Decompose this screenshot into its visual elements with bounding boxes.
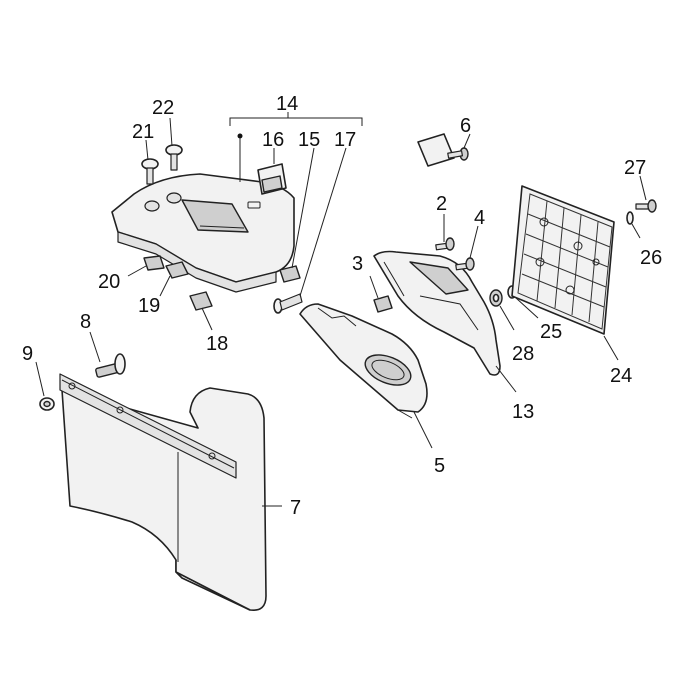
part-26-washer <box>626 211 634 225</box>
callout-13: 13 <box>512 401 534 423</box>
leader-lines <box>35 112 647 507</box>
part-14-tray <box>111 173 295 293</box>
part-17-rivet <box>273 293 303 314</box>
callout-17: 17 <box>334 129 356 151</box>
part-22-screw <box>165 144 183 171</box>
callout-4: 4 <box>474 207 485 229</box>
callout-22: 22 <box>152 97 174 119</box>
callout-21: 21 <box>132 121 154 143</box>
callout-27: 27 <box>624 157 646 179</box>
part-28-nut <box>489 289 503 307</box>
part-9-washer <box>39 397 55 411</box>
part-5-cover <box>299 303 428 419</box>
callout-14: 14 <box>276 93 298 115</box>
part-20-clip <box>143 255 165 271</box>
part-2-screw <box>435 237 455 251</box>
part-8-bolt <box>95 353 126 378</box>
callout-16: 16 <box>262 129 284 151</box>
callout-28: 28 <box>512 343 534 365</box>
callout-3: 3 <box>352 253 363 275</box>
callout-20: 20 <box>98 271 120 293</box>
part-13-cover <box>373 250 501 376</box>
part-24-plate-holder <box>511 185 615 335</box>
part-18-clip <box>189 291 213 311</box>
callout-6: 6 <box>460 115 471 137</box>
callout-7: 7 <box>290 497 301 519</box>
callout-15: 15 <box>298 129 320 151</box>
callout-19: 19 <box>138 295 160 317</box>
part-7-mud-flap <box>59 373 267 612</box>
part-6-bracket <box>417 133 469 167</box>
callout-9: 9 <box>22 343 33 365</box>
part-27-screw <box>635 199 657 213</box>
part-3-nut <box>373 295 393 313</box>
part-15-clip <box>279 265 301 283</box>
part-21-screw <box>141 158 159 185</box>
part-4-screw <box>455 257 475 271</box>
callout-18: 18 <box>206 333 228 355</box>
callout-5: 5 <box>434 455 445 477</box>
callout-2: 2 <box>436 193 447 215</box>
part-19-clip <box>165 261 189 279</box>
part-16-block <box>257 163 287 195</box>
callout-labels: 2 3 4 5 6 7 8 9 13 14 15 16 17 18 19 20 … <box>22 93 662 519</box>
callout-24: 24 <box>610 365 632 387</box>
callout-25: 25 <box>540 321 562 343</box>
callout-26: 26 <box>640 247 662 269</box>
callout-8: 8 <box>80 311 91 333</box>
